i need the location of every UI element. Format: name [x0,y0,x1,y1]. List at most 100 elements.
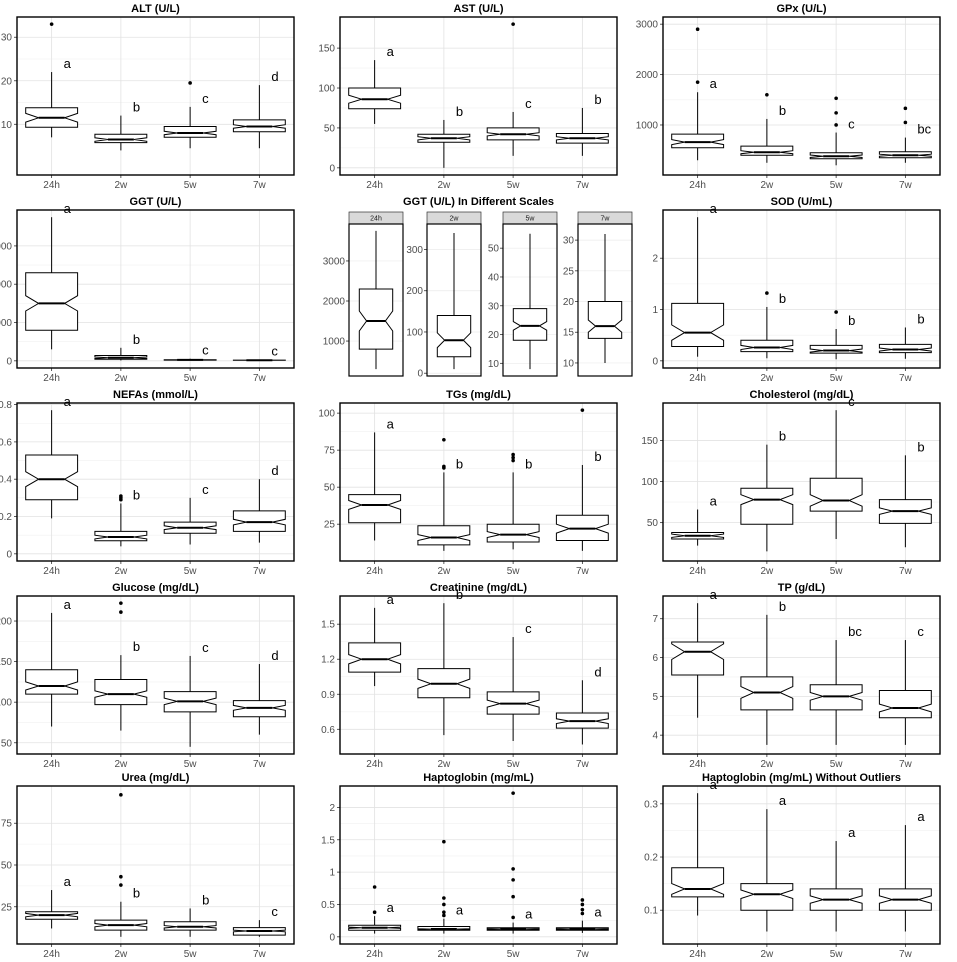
significance-letter: a [387,44,395,59]
outlier-point [119,601,123,605]
y-tick-label: 5 [652,692,658,703]
significance-letter: a [64,56,72,71]
significance-letter: a [848,825,856,840]
outlier-point [511,916,515,920]
y-tick-label: 30 [488,301,500,312]
significance-letter: c [202,482,209,497]
x-tick-label: 24h [689,759,706,770]
significance-letter: c [525,621,532,636]
outlier-point [188,81,192,85]
x-tick-label: 7w [899,949,913,957]
significance-letter: b [456,104,463,119]
x-tick-label: 5w [507,949,521,957]
x-tick-label: 24h [43,180,60,191]
significance-letter: b [133,639,140,654]
x-tick-label: 24h [366,949,383,957]
significance-letter: c [271,344,278,359]
notched-box [349,495,401,523]
y-tick-label: 1000 [323,337,346,348]
significance-letter: c [917,624,924,639]
x-tick-label: 5w [184,949,198,957]
outlier-point [581,912,585,916]
outlier-point [834,96,838,100]
outlier-point [442,903,446,907]
y-tick-label: 30 [563,236,575,247]
significance-letter: a [387,900,395,915]
panel-title: Haptoglobin (mg/mL) Without Outliers [702,772,901,784]
x-tick-label: 5w [507,759,521,770]
panel-title: AST (U/L) [453,3,503,15]
outlier-point [765,291,769,295]
significance-letter: b [917,311,924,326]
panel-title: SOD (U/mL) [771,196,833,208]
significance-letter: a [710,76,718,91]
panel-4: GGT (U/L) In Different Scales24h10002000… [323,196,632,380]
significance-letter: b [779,291,786,306]
facet-strip-label: 24h [370,216,382,223]
y-tick-label: 50 [324,123,336,134]
outlier-point [442,910,446,914]
outlier-point [834,310,838,314]
significance-letter: d [271,648,278,663]
significance-letter: b [202,892,209,907]
significance-letter: a [710,493,718,508]
x-tick-label: 2w [114,566,128,577]
outlier-point [442,840,446,844]
significance-letter: c [202,640,209,655]
panel-title: TP (g/dL) [778,582,826,594]
x-tick-label: 5w [184,566,198,577]
x-tick-label: 5w [830,180,844,191]
notched-box [741,146,793,155]
outlier-point [581,898,585,902]
x-tick-label: 24h [43,949,60,957]
y-tick-label: 40 [488,272,500,283]
significance-letter: c [848,117,855,132]
notched-box [672,868,724,897]
x-tick-label: 2w [760,373,774,384]
y-tick-label: 3000 [0,241,12,252]
panel-title: Glucose (mg/dL) [112,582,199,594]
significance-letter: b [133,100,140,115]
panel-title: GGT (U/L) [130,196,182,208]
x-tick-label: 2w [760,949,774,957]
notched-box [418,526,470,545]
significance-letter: b [133,487,140,502]
y-tick-label: 150 [0,657,12,668]
x-tick-label: 5w [830,373,844,384]
significance-letter: bc [917,122,931,137]
x-tick-label: 7w [253,949,267,957]
outlier-point [442,438,446,442]
significance-letter: b [133,886,140,901]
notched-box [487,524,539,542]
x-tick-label: 2w [760,566,774,577]
y-tick-label: 0 [6,356,12,367]
panel-title: TGs (mg/dL) [446,389,511,401]
significance-letter: b [133,332,140,347]
x-tick-label: 7w [253,180,267,191]
y-tick-label: 100 [318,84,335,95]
x-tick-label: 24h [366,759,383,770]
significance-letter: a [525,907,533,922]
significance-letter: d [271,463,278,478]
x-tick-label: 7w [576,949,590,957]
x-tick-label: 24h [689,373,706,384]
significance-letter: c [848,394,855,409]
x-tick-label: 7w [253,759,267,770]
x-tick-label: 2w [760,180,774,191]
significance-letter: b [779,103,786,118]
significance-letter: a [456,903,464,918]
y-tick-label: 20 [563,297,575,308]
notched-box [741,340,793,351]
outlier-point [442,896,446,900]
panel-9: Glucose (mg/dL)50100150200a24hb2wc5wd7w [0,582,294,770]
y-tick-label: 3000 [323,256,346,267]
x-tick-label: 24h [689,180,706,191]
plot-background [663,786,940,944]
outlier-point [50,22,54,26]
